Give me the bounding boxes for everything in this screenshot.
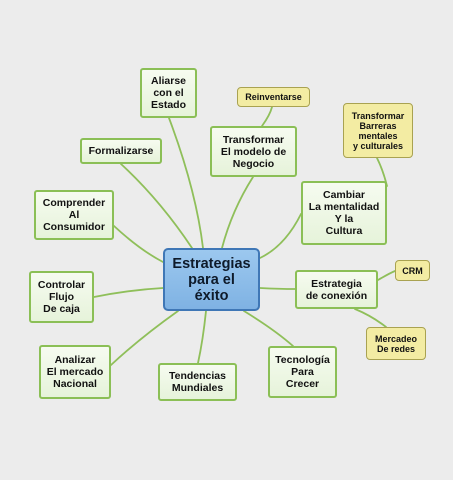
sub-reinventarse[interactable]: Reinventarse bbox=[237, 87, 310, 107]
link-center-transformar bbox=[221, 176, 254, 249]
sub-mercadeo-redes[interactable]: Mercadeo De redes bbox=[366, 327, 426, 360]
link-conexion-mercadeo bbox=[354, 308, 387, 328]
branch-estrategia-conexion[interactable]: Estrategia de conexión bbox=[295, 270, 378, 309]
branch-analizar[interactable]: Analizar El mercado Nacional bbox=[39, 345, 111, 399]
branch-tecnologia[interactable]: Tecnología Para Crecer bbox=[268, 346, 337, 398]
link-center-controlar bbox=[93, 287, 164, 298]
branch-transformar-modelo[interactable]: Transformar El modelo de Negocio bbox=[210, 126, 297, 177]
branch-tendencias[interactable]: Tendencias Mundiales bbox=[158, 363, 237, 401]
branch-cambiar[interactable]: Cambiar La mentalidad Y la Cultura bbox=[301, 181, 387, 245]
branch-controlar[interactable]: Controlar Flujo De caja bbox=[29, 271, 94, 323]
link-center-cambiar bbox=[259, 213, 302, 259]
link-conexion-crm bbox=[377, 270, 396, 281]
branch-aliarse[interactable]: Aliarse con el Estado bbox=[140, 68, 197, 118]
link-center-comprender bbox=[113, 225, 164, 263]
sub-transformar-barreras[interactable]: Transformar Barreras mentales y cultural… bbox=[343, 103, 413, 158]
link-center-tecnologia bbox=[243, 310, 294, 347]
central-topic[interactable]: Estrategias para el éxito bbox=[163, 248, 260, 311]
link-center-aliarse bbox=[168, 117, 204, 249]
link-center-analizar bbox=[110, 310, 179, 366]
branch-formalizarse[interactable]: Formalizarse bbox=[80, 138, 162, 164]
branch-comprender[interactable]: Comprender Al Consumidor bbox=[34, 190, 114, 240]
link-center-formalizarse bbox=[120, 163, 193, 249]
link-transformar-reinventarse bbox=[261, 106, 273, 127]
link-center-tendencias bbox=[197, 310, 207, 364]
link-center-conexion bbox=[259, 287, 296, 290]
sub-crm[interactable]: CRM bbox=[395, 260, 430, 281]
